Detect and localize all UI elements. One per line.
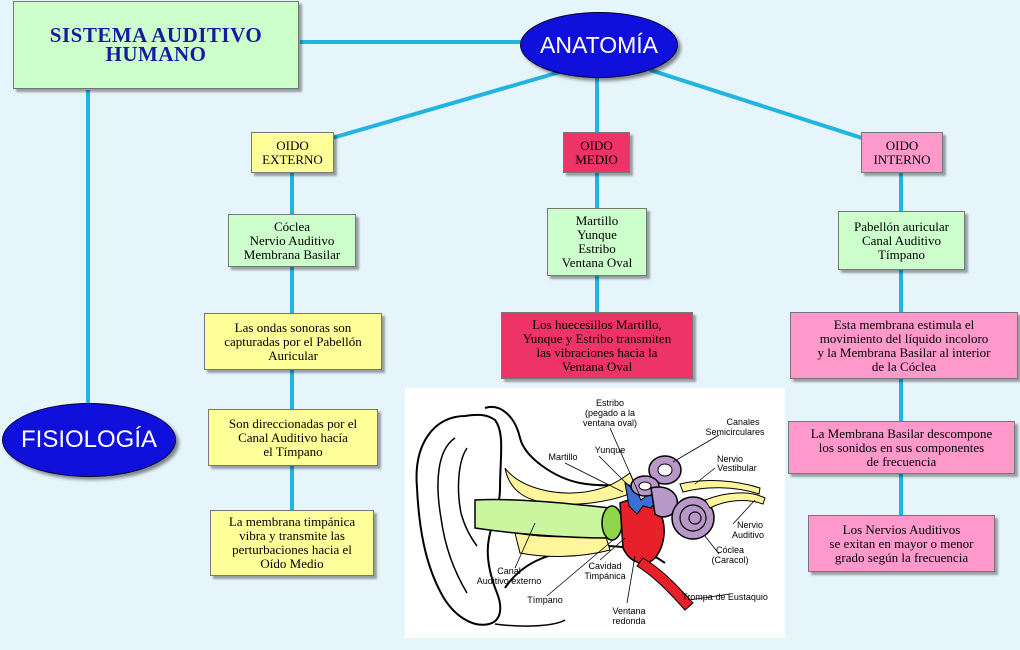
label-canal-2: Auditivo externo (477, 576, 542, 586)
oido-externo-step-2: Son direccionadas por el Canal Auditivo … (208, 409, 378, 466)
label-canales-2: Semicirculares (705, 427, 765, 437)
step-line: Esta membrana estimula el (833, 316, 975, 332)
label-canales-1: Canales (726, 417, 760, 427)
label-coclea-2: (Caracol) (711, 555, 748, 565)
fisiologia-label: FISIOLOGÍA (20, 426, 158, 453)
step-line: La membrana timpánica (228, 514, 356, 529)
step-line: se exitan en mayor o menor (829, 535, 974, 551)
step-line: de la Cóclea (871, 358, 937, 374)
oido-externo-parts: Cóclea Nervio Auditivo Membrana Basilar (228, 214, 356, 267)
step-line: Los Nervios Auditivos (842, 521, 961, 537)
label-estribo-2: (pegado a la (585, 408, 635, 418)
label-nervio-vestibular-1: Nervio (717, 454, 743, 464)
cochlea (671, 496, 715, 540)
header-line: OIDO (276, 137, 309, 153)
connector-anatomia-externo (331, 70, 561, 140)
oido-interno-step-2: La Membrana Basilar descompone los sonid… (788, 421, 1015, 474)
label-nervio-vestibular-2: Vestibular (717, 463, 757, 473)
title-line-2: HUMANO (105, 42, 207, 66)
label-martillo: Martillo (548, 452, 577, 462)
oido-interno-header: OIDO INTERNO (861, 132, 943, 173)
step-line: capturadas por el Pabellón (224, 333, 362, 349)
step-line: vibra y transmite las (239, 528, 345, 543)
oido-externo-step-3: La membrana timpánica vibra y transmite … (210, 510, 374, 576)
part-item: Estribo (578, 241, 616, 256)
title-box: SISTEMA AUDITIVO HUMANO (13, 1, 299, 89)
label-cavidad-2: Timpánica (584, 571, 625, 581)
step-line: La Membrana Basilar descompone (810, 425, 993, 441)
step-line: Yunque y Estribo transmiten (522, 330, 672, 346)
step-line: movimiento del líquido incoloro (819, 330, 989, 346)
label-yunque: Yunque (595, 445, 626, 455)
eustachian-tube (636, 557, 694, 611)
label-canal-1: Canal (497, 566, 521, 576)
step-line: Son direccionadas por el (228, 415, 358, 431)
step-line: las vibraciones hacia la (536, 344, 658, 360)
label-cavidad-1: Cavidad (588, 561, 621, 571)
step-line: Canal Auditivo hacía (238, 429, 348, 445)
part-item: Tímpano (878, 246, 925, 262)
auditory-nerve (704, 492, 766, 509)
label-trompa: Trompa de Eustaquio (682, 592, 768, 602)
step-line: y la Membrana Basilar al interior (817, 344, 991, 360)
label-ventana-2: redonda (612, 616, 645, 626)
fisiologia-oval: FISIOLOGÍA (2, 403, 176, 477)
ear-anatomy-illustration: Estribo (pegado a la ventana oval) Canal… (405, 388, 785, 638)
oido-interno-step-1: Esta membrana estimula el movimiento del… (790, 312, 1018, 379)
oido-medio-step-1: Los huecesillos Martillo, Yunque y Estri… (501, 312, 693, 379)
header-line: INTERNO (873, 151, 931, 167)
header-line: EXTERNO (262, 151, 323, 167)
anatomia-oval: ANATOMÍA (520, 12, 678, 78)
label-ventana-1: Ventana (612, 606, 645, 616)
canal-end (601, 505, 623, 541)
anatomia-label: ANATOMÍA (540, 31, 658, 58)
label-nervio-auditivo-2: Auditivo (732, 530, 764, 540)
label-timpano: Tímpano (527, 595, 563, 605)
header-line: OIDO (885, 137, 919, 153)
oido-externo-step-1: Las ondas sonoras son capturadas por el … (204, 313, 382, 370)
oido-externo-header: OIDO EXTERNO (251, 132, 334, 173)
oido-medio-parts: Martillo Yunque Estribo Ventana Oval (547, 208, 647, 276)
oido-interno-step-3: Los Nervios Auditivos se exitan en mayor… (808, 515, 995, 572)
part-item: Pabellón auricular (854, 218, 949, 234)
header-line: OIDO (580, 137, 613, 153)
step-line: grado según la frecuencia (834, 549, 969, 565)
part-item: Canal Auditivo (861, 232, 942, 248)
vestibular-nerve (679, 480, 761, 495)
header-line: MEDIO (575, 151, 618, 167)
connector-anatomia-interno (649, 68, 863, 140)
part-item: Ventana Oval (561, 255, 633, 270)
label-nervio-auditivo-1: Nervio (737, 520, 763, 530)
label-coclea-1: Cóclea (716, 545, 744, 555)
step-line: Las ondas sonoras son (234, 319, 352, 335)
oido-interno-parts: Pabellón auricular Canal Auditivo Tímpan… (838, 211, 965, 270)
pinna-shape (415, 413, 503, 626)
part-item: Membrana Basilar (243, 246, 341, 262)
label-estribo-3: ventana oval) (583, 418, 637, 428)
part-item: Nervio Auditivo (249, 232, 335, 248)
step-line: el Tímpano (263, 443, 323, 459)
part-item: Martillo (575, 213, 619, 228)
step-line: Oído Medio (260, 556, 324, 571)
step-line: perturbaciones hacia el (232, 542, 352, 557)
label-estribo-1: Estribo (596, 398, 624, 408)
part-item: Cóclea (273, 218, 311, 234)
step-line: los sonidos en sus componentes (818, 439, 985, 455)
step-line: de frecuencia (866, 453, 937, 469)
part-item: Yunque (577, 227, 617, 242)
oido-medio-header: OIDO MEDIO (563, 132, 630, 173)
step-line: Los huecesillos Martillo, (532, 316, 662, 332)
title-line-1: SISTEMA AUDITIVO (49, 23, 263, 47)
step-line: Ventana Oval (561, 358, 633, 374)
step-line: Auricular (268, 347, 318, 363)
